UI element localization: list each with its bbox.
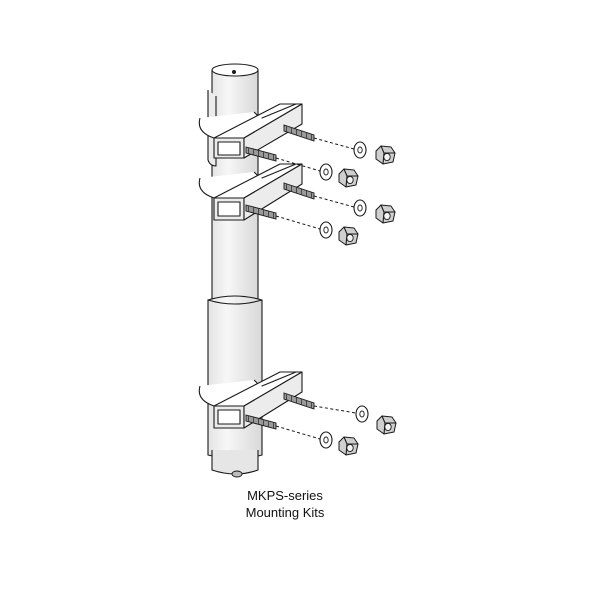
hex-nut-bore: [383, 211, 391, 221]
washer-hole: [323, 226, 329, 234]
assembly-guide-line: [313, 405, 357, 414]
hex-nut-bore: [346, 233, 354, 243]
clamp-bracket-2: [198, 163, 303, 221]
assembly-guide-line: [275, 157, 321, 172]
assembly-guide-line: [275, 425, 321, 440]
hex-nut-bore: [384, 422, 392, 432]
clamp-bracket-1: [198, 90, 303, 167]
assembly-guide-line: [313, 137, 355, 150]
washer-hole: [323, 436, 329, 444]
caption-model: MKPS-series: [247, 488, 323, 503]
caption-title: Mounting Kits: [245, 505, 325, 520]
washer-hole: [357, 204, 363, 212]
washer-hole: [357, 146, 363, 154]
hardware-set: [245, 124, 397, 456]
hex-nut-bore: [383, 152, 391, 162]
threaded-stud: [283, 124, 315, 142]
clamp-bracket-3: [198, 371, 303, 429]
washer-hole: [359, 410, 365, 418]
hex-nut-bore: [346, 443, 354, 453]
hex-nut-bore: [346, 175, 354, 185]
washer-hole: [323, 168, 329, 176]
assembly-guide-line: [275, 215, 321, 230]
assembly-guide-line: [313, 195, 355, 208]
